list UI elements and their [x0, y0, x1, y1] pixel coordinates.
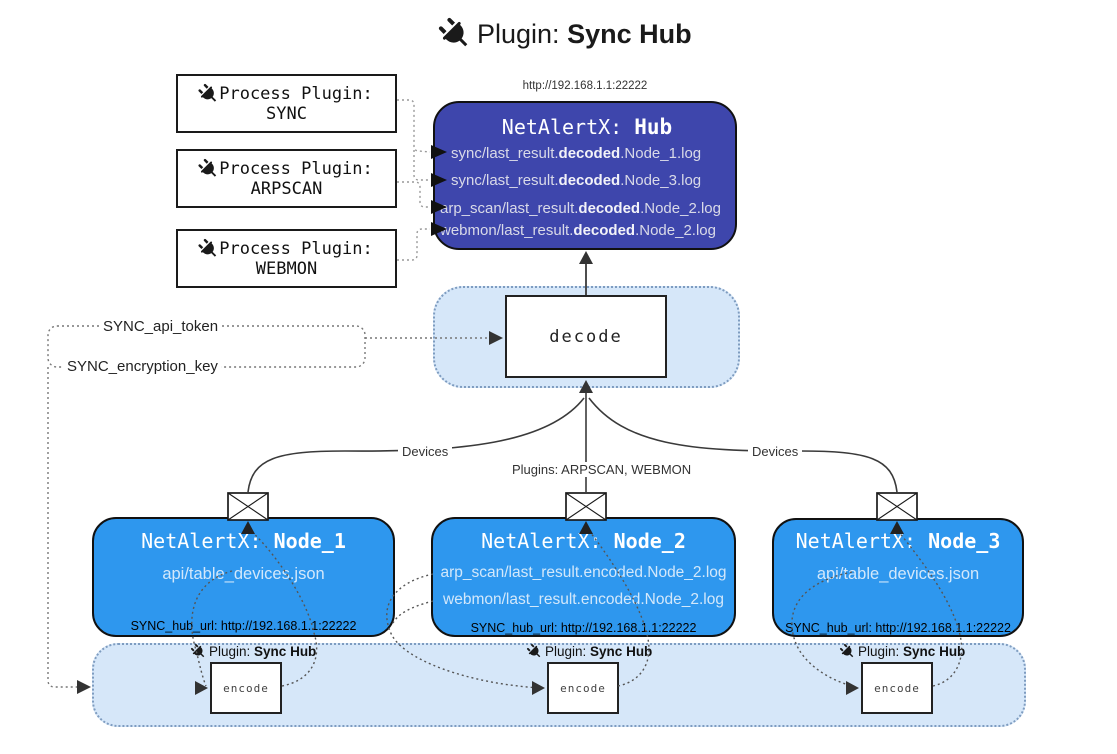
process-plugin-label: Process Plugin: — [219, 238, 373, 259]
page-title-name: Sync Hub — [567, 18, 692, 49]
node-2-title: NetAlertX: Node_2 — [481, 529, 686, 553]
strip-input-arrow — [77, 680, 91, 694]
node-2-hub-url: SYNC_hub_url: http://192.168.1.1:22222 — [470, 621, 697, 635]
encode-2-box: encode — [547, 662, 619, 714]
node-3-title: NetAlertX: Node_3 — [795, 529, 1001, 553]
plug-icon — [198, 238, 217, 257]
hub-title: NetAlertX: Hub — [435, 115, 739, 139]
envelope-icon — [227, 492, 269, 521]
plug-icon — [438, 17, 468, 47]
node-3-file: api/table_devices.json — [816, 565, 980, 583]
devices-edge-label-right: Devices — [748, 444, 803, 459]
node-1-box: NetAlertX: Node_1 api/table_devices.json… — [92, 517, 395, 637]
hub-url-label: http://192.168.1.1:22222 — [522, 80, 648, 92]
sync-encryption-key-label: SYNC_encryption_key — [64, 358, 221, 375]
process-plugin-name: ARPSCAN — [250, 178, 323, 199]
encode-1-plugin-label: Plugin: Sync Hub — [190, 643, 316, 659]
process-plugin-webmon: Process Plugin: WEBMON — [176, 229, 397, 288]
process-plugin-label: Process Plugin: — [219, 83, 373, 104]
node-2-box: NetAlertX: Node_2 arp_scan/last_result.e… — [431, 517, 736, 637]
page-title-prefix: Plugin: — [477, 18, 560, 49]
process-plugin-name: WEBMON — [255, 258, 318, 279]
decode-box: decode — [505, 295, 667, 378]
envelope-icons — [227, 492, 918, 521]
hub-entry: sync/last_result.decoded.Node_1.log — [451, 145, 702, 162]
process-plugin-label: Process Plugin: — [219, 158, 373, 179]
node-3-hub-url: SYNC_hub_url: http://192.168.1.1:22222 — [785, 621, 1011, 635]
devices-edge-label-left: Devices — [398, 444, 453, 459]
hub-entry: webmon/last_result.decoded.Node_2.log — [440, 222, 716, 239]
hub-entry: sync/last_result.decoded.Node_3.log — [451, 172, 702, 189]
encode-2-plugin-label: Plugin: Sync Hub — [526, 643, 652, 659]
node-2-file: webmon/last_result.encoded.Node_2.log — [443, 591, 724, 608]
plug-icon — [839, 643, 854, 658]
encode-3-plugin-label: Plugin: Sync Hub — [839, 643, 965, 659]
plug-icon — [198, 158, 217, 177]
hub-title-name: Hub — [634, 115, 673, 139]
encode-1-box: encode — [210, 662, 282, 714]
encode-3-box: encode — [861, 662, 933, 714]
plug-icon — [190, 643, 205, 658]
hub-entry: arp_scan/last_result.decoded.Node_2.log — [440, 200, 721, 217]
node-1-title: NetAlertX: Node_1 — [141, 529, 346, 553]
plug-icon — [198, 83, 217, 102]
hub-box: NetAlertX: Hub sync/last_result.decoded.… — [433, 101, 737, 250]
page-title: Plugin: Sync Hub — [438, 17, 692, 50]
node-1-file: api/table_devices.json — [162, 565, 325, 583]
process-plugin-sync: Process Plugin: SYNC — [176, 74, 397, 133]
plug-icon — [526, 643, 541, 658]
envelope-icon — [565, 492, 607, 521]
node-2-file: arp_scan/last_result.encoded.Node_2.log — [440, 564, 727, 581]
process-plugin-arpscan: Process Plugin: ARPSCAN — [176, 149, 397, 208]
decode-to-hub-arrow — [579, 251, 593, 264]
process-plugin-connectors — [397, 99, 431, 261]
envelope-icon — [876, 492, 918, 521]
plugins-edge-label: Plugins: ARPSCAN, WEBMON — [508, 462, 696, 477]
process-plugin-name: SYNC — [266, 103, 307, 124]
sync-api-token-label: SYNC_api_token — [100, 318, 222, 335]
hub-title-prefix: NetAlertX: — [501, 115, 623, 139]
node-1-hub-url: SYNC_hub_url: http://192.168.1.1:22222 — [130, 619, 357, 633]
node-3-box: NetAlertX: Node_3 api/table_devices.json… — [772, 518, 1024, 637]
